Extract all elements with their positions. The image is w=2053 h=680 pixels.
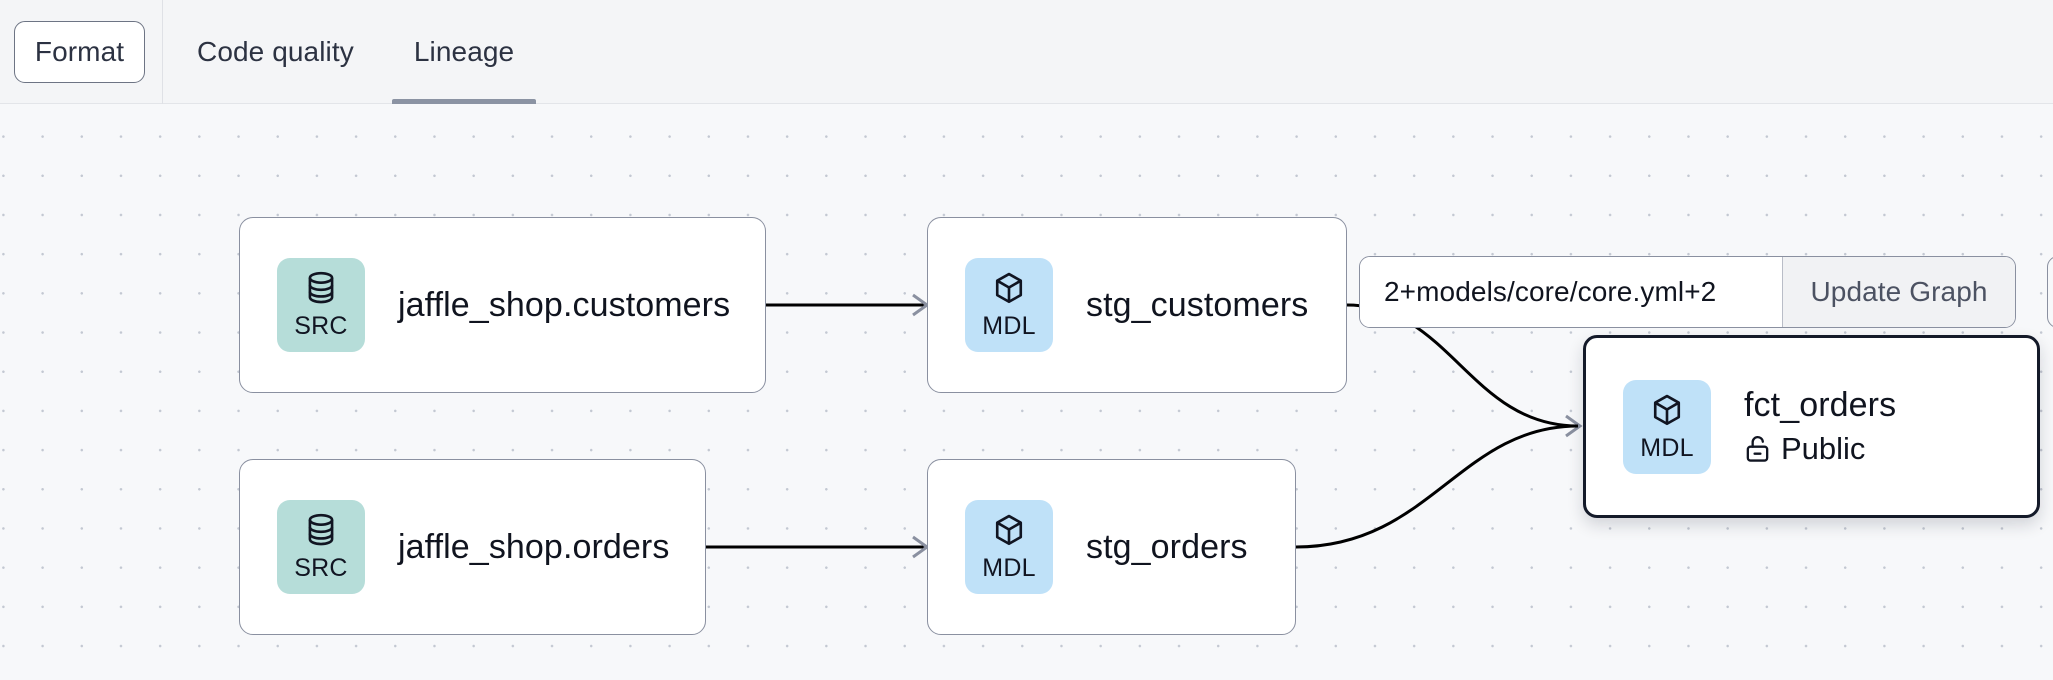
- node-title: jaffle_shop.orders: [398, 527, 670, 566]
- edge-src-customers-to-stg-customers: [765, 293, 930, 317]
- badge-label: SRC: [294, 312, 348, 340]
- format-button[interactable]: Format: [14, 20, 145, 83]
- lineage-node-stg-customers[interactable]: MDL stg_customers: [927, 217, 1347, 393]
- node-body: jaffle_shop.customers: [398, 286, 730, 324]
- badge-src: SRC: [277, 500, 365, 594]
- database-icon: [308, 271, 334, 304]
- node-access-row: Public: [1744, 431, 1896, 467]
- node-body: jaffle_shop.orders: [398, 528, 669, 566]
- node-title: stg_customers: [1086, 285, 1309, 324]
- badge-label: SRC: [294, 554, 348, 582]
- node-body: stg_customers: [1086, 286, 1308, 324]
- badge-label: MDL: [982, 312, 1036, 340]
- node-access-label: Public: [1781, 430, 1866, 466]
- lineage-node-src-customers[interactable]: SRC jaffle_shop.customers: [239, 217, 766, 393]
- update-graph-button[interactable]: Update Graph: [1782, 257, 2015, 327]
- node-body: stg_orders: [1086, 528, 1248, 566]
- cube-icon: [995, 272, 1023, 304]
- badge-mdl: MDL: [965, 500, 1053, 594]
- edge-src-orders-to-stg-orders: [706, 535, 930, 559]
- unlock-icon: [1746, 436, 1769, 462]
- edge-stg-orders-to-fct-orders: [1295, 424, 1579, 549]
- lineage-node-src-orders[interactable]: SRC jaffle_shop.orders: [239, 459, 706, 635]
- badge-label: MDL: [982, 554, 1036, 582]
- badge-mdl: MDL: [1623, 379, 1711, 474]
- node-title: jaffle_shop.customers: [398, 285, 731, 324]
- graph-selector-input[interactable]: [1360, 257, 1782, 327]
- tab-bar: Code quality Lineage: [167, 0, 544, 104]
- lineage-canvas[interactable]: SRC jaffle_shop.customers MDL stg_custom…: [0, 104, 2053, 680]
- badge-src: SRC: [277, 258, 365, 352]
- lineage-node-stg-orders[interactable]: MDL stg_orders: [927, 459, 1296, 635]
- cube-icon: [1653, 394, 1681, 425]
- badge-mdl: MDL: [965, 258, 1053, 352]
- database-icon: [308, 513, 334, 546]
- lineage-node-fct-orders[interactable]: MDL fct_orders Public: [1583, 335, 2040, 518]
- node-title: fct_orders: [1744, 386, 1897, 425]
- editor-toolbar: Format Code quality Lineage: [0, 0, 2053, 104]
- node-title: stg_orders: [1086, 527, 1248, 566]
- tab-lineage[interactable]: Lineage: [384, 0, 544, 104]
- tab-code-quality[interactable]: Code quality: [197, 35, 354, 67]
- overflow-control-partial[interactable]: [2047, 256, 2053, 328]
- graph-selector-control: Update Graph: [1359, 256, 2016, 328]
- node-body: fct_orders Public: [1744, 386, 1896, 466]
- cube-icon: [995, 514, 1023, 546]
- badge-label: MDL: [1640, 433, 1694, 462]
- toolbar-divider: [162, 0, 163, 104]
